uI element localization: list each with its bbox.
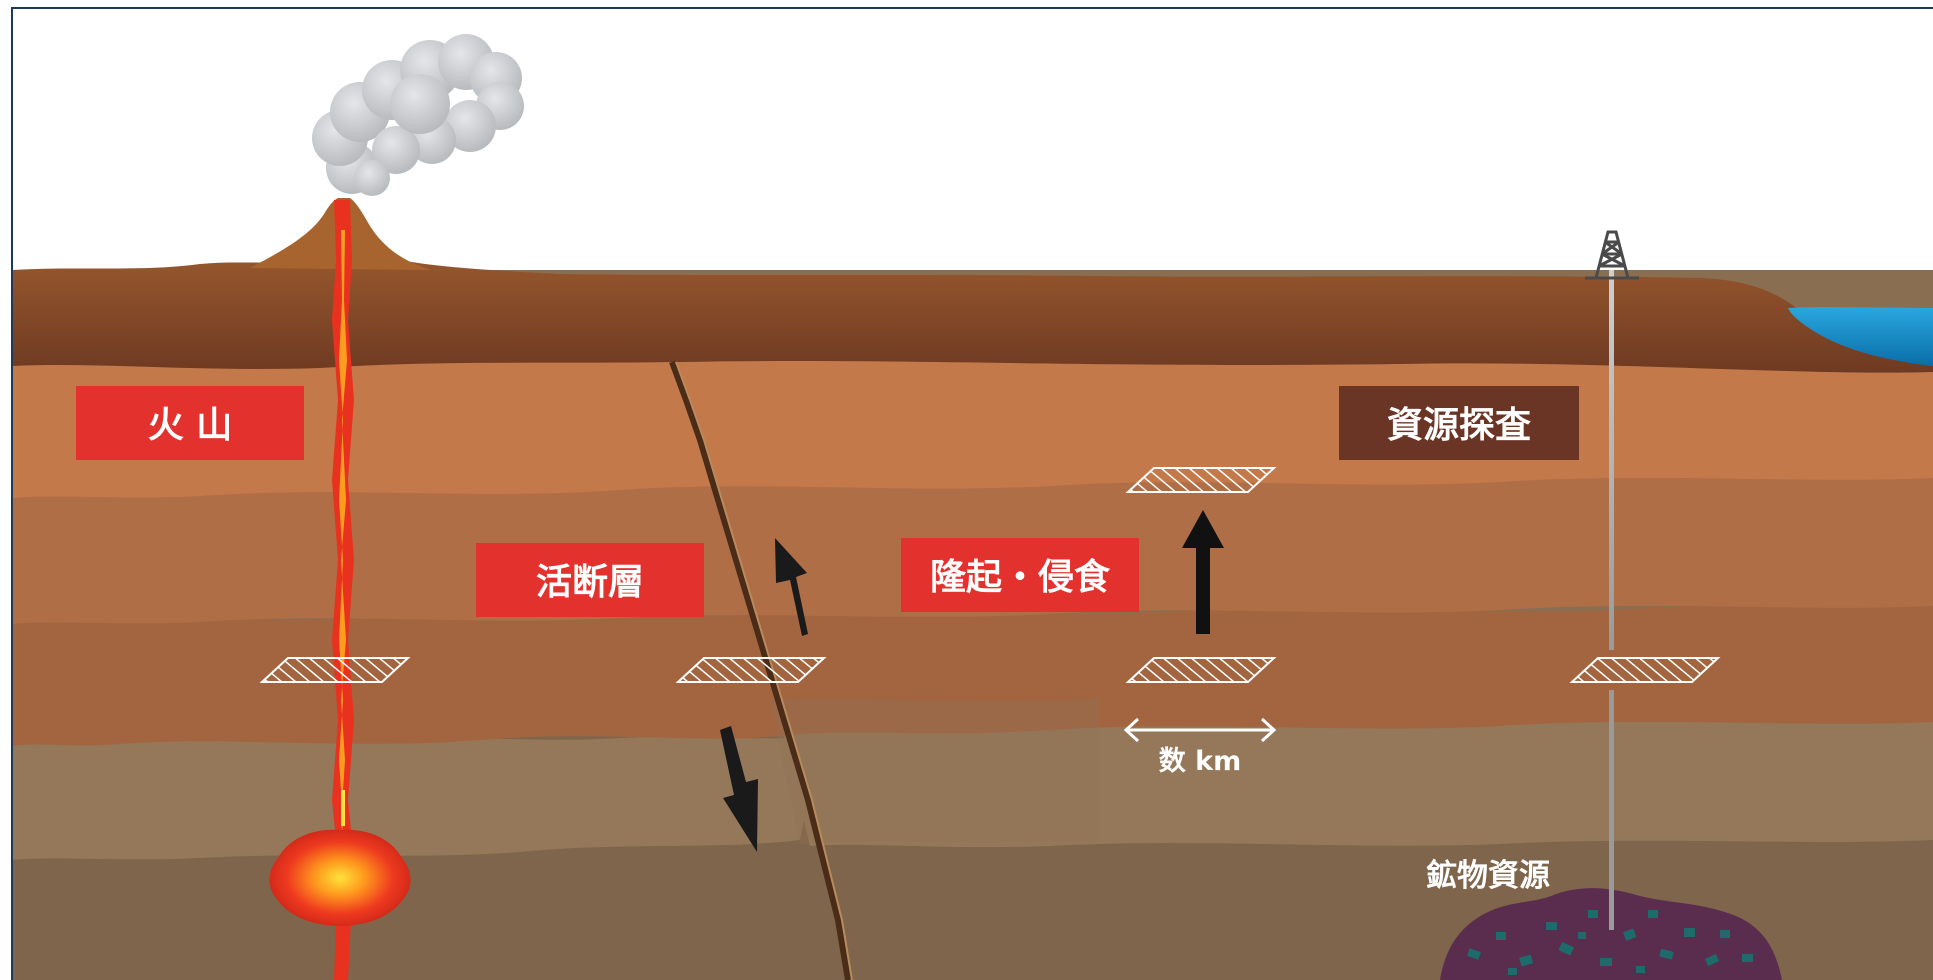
uplift-erosion-label: 隆起・侵食 xyxy=(930,557,1111,598)
magma-conduit xyxy=(332,200,354,980)
active-fault-label-box xyxy=(476,543,704,617)
uplift-arrow xyxy=(1182,510,1224,634)
uplift-erosion-label-box xyxy=(901,538,1139,612)
sea xyxy=(1788,307,1933,366)
volcano-label: 火 山 xyxy=(148,405,233,446)
drilling-rig-icon xyxy=(1585,230,1639,280)
hatched-parallelogram-icon xyxy=(259,657,411,683)
fault-down-arrow xyxy=(720,726,758,852)
stratum-4 xyxy=(12,736,820,860)
active-fault-label: 活断層 xyxy=(536,562,644,603)
fault-hanging-block xyxy=(770,698,1100,844)
hatched-parallelogram-icon xyxy=(675,657,827,683)
resource-exploration-label: 資源探査 xyxy=(1387,405,1531,446)
volcano-label-box xyxy=(76,386,304,460)
frame-border xyxy=(11,7,1933,980)
stratum-4-right xyxy=(780,710,1933,848)
smoke-cloud-icon xyxy=(312,34,524,196)
surface-crust xyxy=(12,200,1933,373)
stratum-3 xyxy=(12,604,1933,746)
mineral-resources-label: 鉱物資源 xyxy=(1426,858,1550,894)
drill-pipe xyxy=(1609,270,1614,930)
hatched-parallelogram-icon xyxy=(1569,657,1721,683)
resource-exploration-label-box xyxy=(1339,386,1579,460)
hatched-parallelogram-icon xyxy=(1125,467,1277,493)
mineral-ore-body xyxy=(1440,888,1782,980)
scale-label: 数 km xyxy=(1159,746,1242,777)
fault-up-arrow xyxy=(775,538,808,636)
hatched-parallelogram-icon xyxy=(1125,657,1277,683)
scale-double-arrow xyxy=(1123,717,1277,743)
magma-chamber xyxy=(269,829,411,926)
